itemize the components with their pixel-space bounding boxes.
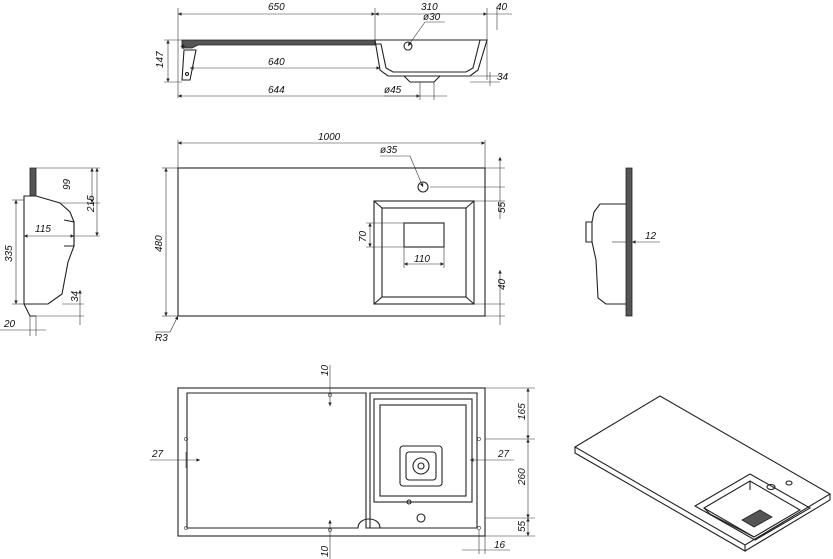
dim-10-top: 10: [320, 364, 331, 376]
right-section-view: 12: [585, 167, 660, 317]
dim-640: 640: [268, 57, 285, 68]
dim-110: 110: [414, 254, 430, 265]
dim-147: 147: [155, 51, 166, 68]
dim-r3: R3: [155, 333, 168, 344]
dim-d45: ø45: [384, 85, 402, 96]
dim-55-bottom: 55: [517, 520, 528, 532]
dim-16: 16: [494, 540, 506, 551]
dim-27-right: 27: [497, 449, 510, 460]
dim-165: 165: [517, 403, 528, 420]
dim-55-plan: 55: [497, 201, 508, 213]
dim-12: 12: [645, 231, 657, 242]
dim-480: 480: [154, 235, 165, 252]
plan-view: 1000 ø35 55 40 480 70: [154, 132, 508, 344]
underside-outline: [177, 387, 486, 537]
dim-d35: ø35: [380, 145, 398, 156]
dim-40-plan: 40: [497, 278, 508, 290]
isometric-view: [573, 395, 832, 552]
dim-d30: ø30: [423, 12, 441, 23]
left-section-view: 99 215 115 335 34 20: [0, 167, 100, 336]
dim-99: 99: [62, 178, 73, 190]
dim-70: 70: [358, 230, 369, 242]
front-elevation-view: 650 310 40 ø30 + 147 640 644 ø45: [155, 2, 512, 100]
dim-650: 650: [268, 2, 285, 13]
bottom-view: 10 27 27 165 260 55 10 16: [150, 364, 535, 559]
dim-20: 20: [3, 319, 16, 330]
dim-10-bottom: 10: [320, 545, 331, 557]
dim-34-top: 34: [497, 72, 509, 83]
dim-335: 335: [4, 245, 15, 262]
countertop-outline: [177, 167, 486, 317]
dim-260: 260: [517, 468, 528, 486]
dim-215: 215: [86, 195, 97, 213]
dim-27-left: 27: [151, 449, 164, 460]
dim-1000: 1000: [318, 132, 341, 143]
dim-310: 310: [421, 2, 438, 13]
dim-34-left: 34: [70, 290, 81, 302]
cross-marker: +: [180, 42, 186, 53]
dim-40-top: 40: [496, 2, 508, 13]
dim-115: 115: [35, 224, 51, 235]
dim-644: 644: [268, 85, 285, 96]
